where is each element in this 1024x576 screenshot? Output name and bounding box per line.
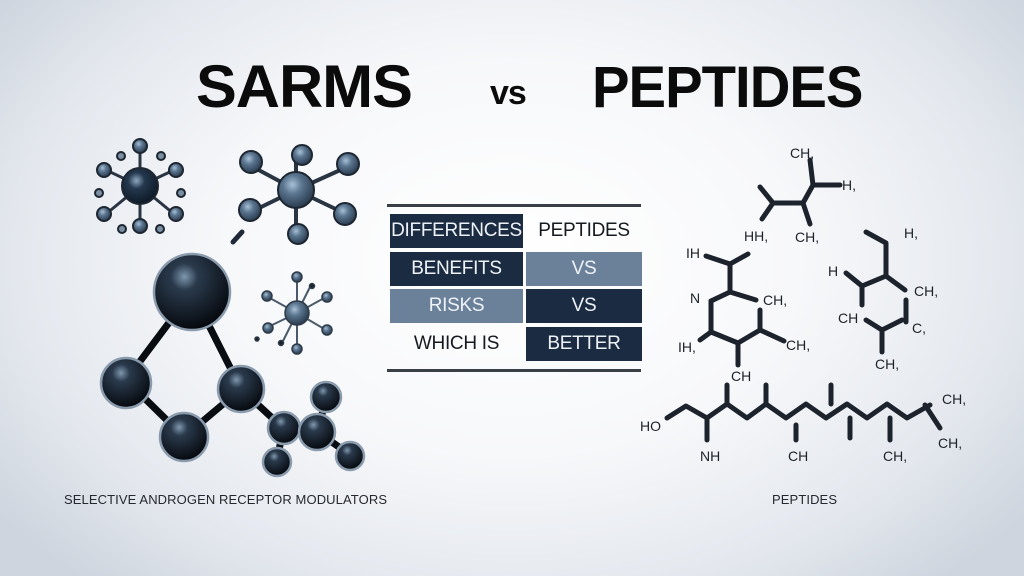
caption-sarms: SELECTIVE ANDROGEN RECEPTOR MODULATORS (64, 492, 388, 507)
svg-text:C,: C, (912, 320, 926, 336)
svg-text:CH,: CH, (938, 435, 962, 451)
cell-vs-2: VS (526, 289, 642, 323)
sarms-molecule-models-icon (94, 138, 366, 478)
table-bottom-rule (387, 369, 641, 372)
svg-text:NH: NH (700, 448, 720, 464)
cell-differences: DIFFERENCES (390, 214, 523, 248)
cell-peptides: PEPTIDES (538, 220, 630, 241)
svg-text:CH,: CH, (914, 283, 938, 299)
title-vs: vs (490, 74, 527, 112)
svg-text:IH: IH (686, 245, 700, 261)
svg-text:CH: CH (838, 310, 858, 326)
title-sarms: SARMS (196, 53, 413, 120)
title-peptides: PEPTIDES (592, 55, 863, 120)
caption-peptides: PEPTIDES (772, 492, 838, 507)
comparison-table: DIFFERENCES PEPTIDES BENEFITS VS RISKS V… (385, 202, 645, 374)
svg-text:CH,: CH, (795, 229, 819, 245)
svg-text:H: H (828, 263, 838, 279)
cell-which-is: WHICH IS (413, 333, 500, 354)
svg-text:CH,: CH, (786, 337, 810, 353)
svg-text:CH,: CH, (875, 356, 899, 372)
cell-vs-1: VS (526, 252, 642, 286)
formula-labels: CH, H, HH, CH, IH N CH, IH, CH, CH H, H … (640, 145, 966, 464)
svg-text:H,: H, (904, 225, 918, 241)
cell-benefits: BENEFITS (390, 252, 523, 286)
table-top-rule (387, 204, 641, 207)
svg-text:HO: HO (640, 418, 661, 434)
svg-text:CH,: CH, (942, 391, 966, 407)
svg-text:N: N (690, 290, 700, 306)
svg-text:CH,: CH, (883, 448, 907, 464)
cell-better: BETTER (526, 327, 642, 361)
svg-text:CH: CH (731, 368, 751, 384)
svg-text:IH,: IH, (678, 339, 696, 355)
svg-text:CH: CH (788, 448, 808, 464)
page-title: SARMS vs PEPTIDES (0, 52, 1024, 122)
svg-text:HH,: HH, (744, 228, 768, 244)
svg-text:CH,: CH, (763, 292, 787, 308)
cell-risks: RISKS (390, 289, 523, 323)
svg-text:H,: H, (842, 177, 856, 193)
svg-text:CH,: CH, (790, 145, 814, 161)
